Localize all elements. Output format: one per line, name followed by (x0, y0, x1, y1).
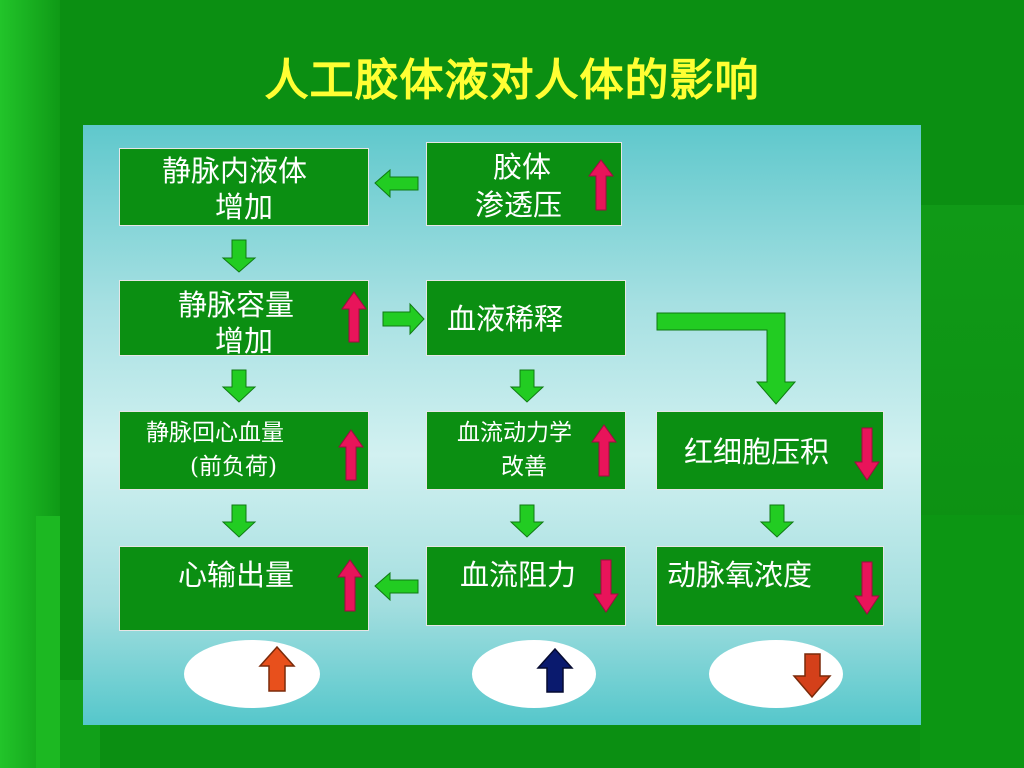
box-label: 红细胞压积 (684, 435, 830, 469)
flow-arrow-down-icon (221, 239, 257, 273)
box-hemodynamics-improved: 血流动力学 改善 (426, 411, 626, 490)
box-label: 血液稀释 (447, 302, 564, 336)
box-label: 静脉容量 (178, 288, 295, 322)
indicator-up-arrow-icon (341, 291, 367, 343)
background-step-shape (36, 516, 60, 768)
indicator-up-arrow-icon (337, 559, 363, 612)
indicator-up-arrow-icon (588, 159, 614, 211)
summary-up-arrow-icon (536, 647, 574, 693)
box-hematocrit: 红细胞压积 (656, 411, 884, 490)
flow-arrow-down-icon (509, 504, 545, 538)
box-label: 血流阻力 (460, 558, 577, 592)
box-label: 改善 (501, 454, 547, 480)
box-label: 动脉氧浓度 (667, 558, 813, 592)
flow-arrow-down-icon (221, 504, 257, 538)
box-label: 增加 (215, 190, 274, 224)
background-right-step (920, 515, 1024, 768)
box-venous-return: 静脉回心血量 (前负荷) (119, 411, 369, 490)
box-label: 心输出量 (178, 558, 295, 592)
indicator-down-arrow-icon (854, 427, 880, 481)
summary-oval (472, 640, 596, 708)
flow-arrow-bent-icon (656, 312, 797, 405)
indicator-up-arrow-icon (591, 424, 617, 477)
flow-arrow-down-icon (759, 504, 795, 538)
indicator-down-arrow-icon (854, 561, 880, 615)
box-label: 静脉回心血量 (146, 420, 284, 446)
slide-title: 人工胶体液对人体的影响 (264, 55, 760, 106)
box-venous-volume-increase: 静脉容量 增加 (119, 280, 369, 358)
box-colloid-osmotic-pressure: 胶体 渗透压 (426, 142, 622, 226)
indicator-down-arrow-icon (593, 559, 619, 613)
box-label: 渗透压 (475, 188, 563, 222)
flow-arrow-down-icon (221, 369, 257, 403)
box-blood-flow-resistance: 血流阻力 (426, 546, 626, 626)
box-label: 增加 (215, 324, 274, 358)
summary-oval (184, 640, 320, 708)
flow-arrow-right-icon (382, 302, 425, 336)
box-label: 胶体 (493, 150, 552, 184)
box-venous-fluid-increase: 静脉内液体 增加 (119, 148, 369, 226)
box-blood-dilution: 血液稀释 (426, 280, 626, 356)
indicator-up-arrow-icon (338, 429, 364, 481)
box-label: 血流动力学 (457, 420, 572, 446)
flow-arrow-left-icon (374, 168, 419, 199)
box-label: 静脉内液体 (162, 154, 308, 188)
box-label: (前负荷) (190, 454, 277, 480)
flow-arrow-down-icon (509, 369, 545, 403)
flow-arrow-left-icon (374, 571, 419, 602)
box-arterial-oxygen: 动脉氧浓度 (656, 546, 884, 626)
summary-down-arrow-icon (792, 653, 832, 699)
summary-up-arrow-icon (258, 645, 296, 692)
box-cardiac-output: 心输出量 (119, 546, 369, 631)
